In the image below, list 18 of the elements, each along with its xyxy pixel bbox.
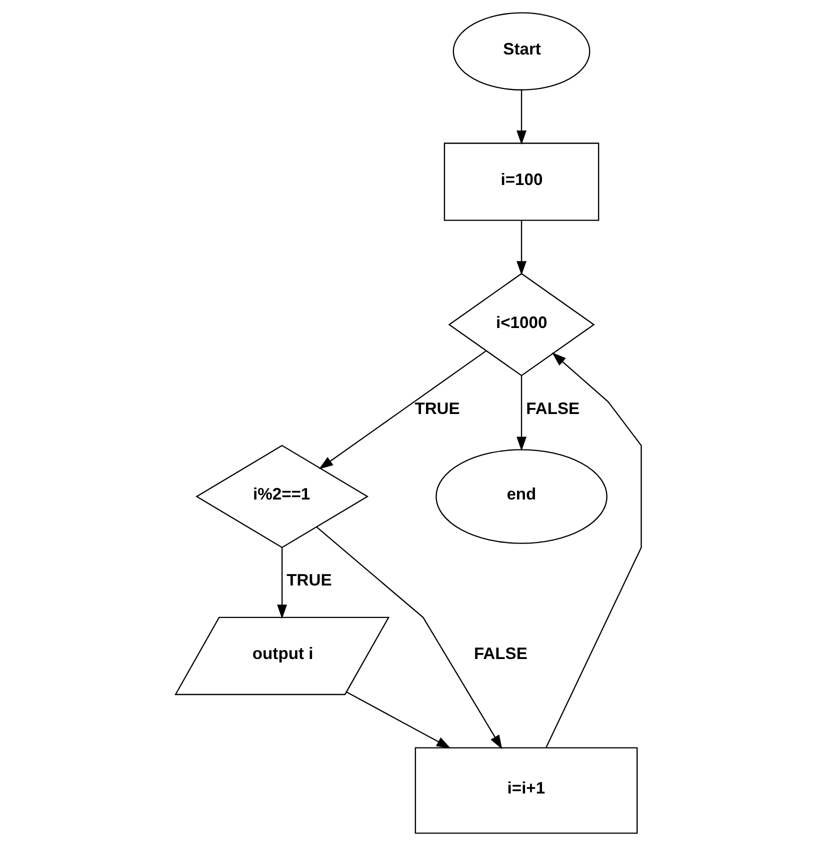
- arrow: [276, 548, 287, 619]
- arrow: [516, 220, 526, 276]
- arrow: [316, 526, 502, 750]
- node-diamond: i<1000: [448, 272, 594, 376]
- edge-label: TRUE: [286, 570, 332, 590]
- arrow: [318, 350, 486, 470]
- arrow: [516, 90, 526, 145]
- node-ellipse: Start: [452, 12, 590, 90]
- node-diamond: i%2==1: [195, 444, 368, 548]
- edge-label: TRUE: [414, 398, 460, 418]
- node-box: i=i+1: [414, 747, 638, 834]
- arrow: [516, 376, 526, 451]
- arrow: [346, 692, 450, 748]
- arrow: [545, 352, 642, 748]
- node-ellipse: end: [435, 449, 607, 544]
- edge-label: FALSE: [526, 398, 580, 418]
- edge-label: FALSE: [473, 644, 527, 664]
- node-box: i=100: [443, 142, 599, 221]
